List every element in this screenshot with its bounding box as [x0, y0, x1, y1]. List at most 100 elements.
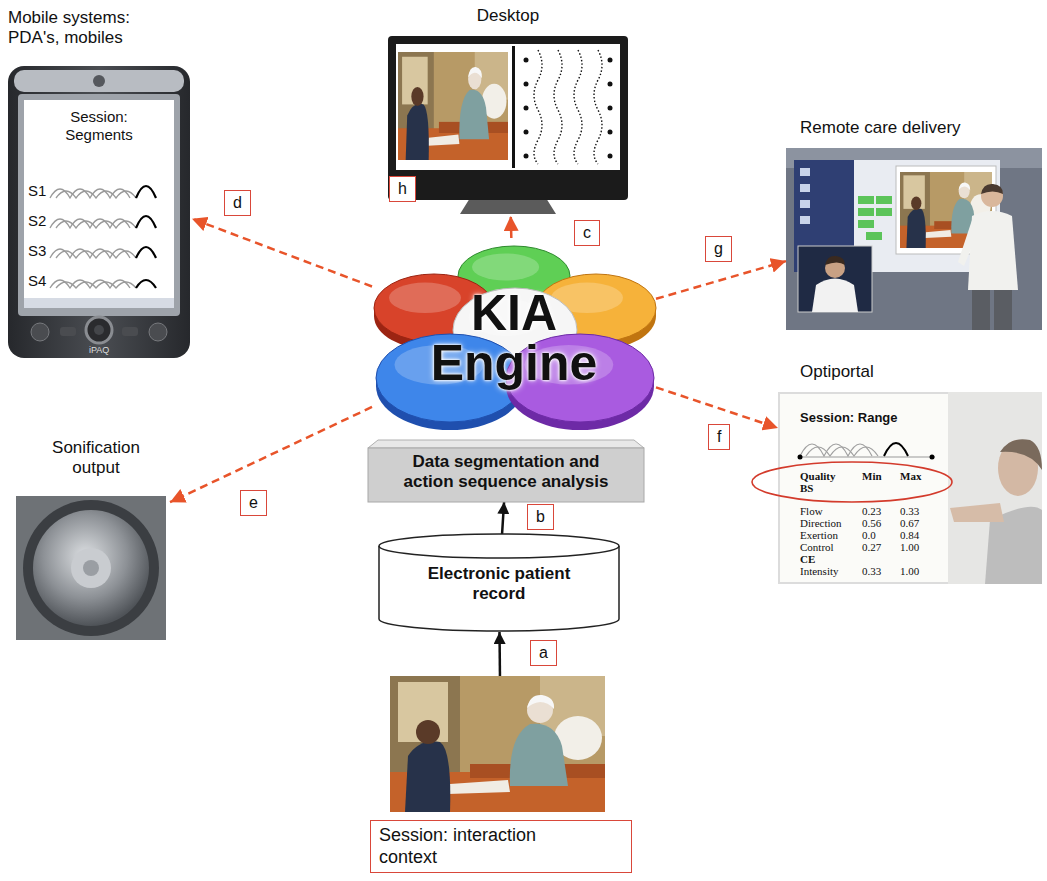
speaker-illustration [16, 496, 166, 640]
pda-illustration-part [136, 247, 156, 258]
pda-illustration-part [60, 327, 76, 336]
pda-illustration-part [50, 280, 130, 288]
output-arrow [656, 387, 778, 428]
table-cell: 0.33 [862, 565, 881, 577]
desktop-illustration-part [512, 46, 515, 168]
table-cell: Max [900, 470, 921, 482]
remote-care-illustration-part [972, 290, 990, 330]
optiportal-illustration-part [948, 392, 1042, 584]
desktop-illustration-part [608, 106, 613, 111]
desktop-illustration-part [398, 52, 508, 160]
table-cell: 1.00 [900, 565, 919, 577]
text-slot: Mobile systems: PDA's, mobiles [8, 8, 158, 49]
desktop-illustration-part [608, 58, 613, 63]
remote-care-illustration [786, 148, 1042, 330]
speaker-illustration-part [33, 510, 149, 626]
remote-care-illustration-part [800, 216, 810, 224]
session-context: Session: interaction context [370, 676, 632, 878]
session-photo-part [390, 676, 605, 812]
optiportal-illustration-part [800, 444, 878, 456]
text-slot: Data segmentation and action sequence an… [391, 452, 621, 493]
slab-outline-part [368, 440, 644, 448]
remote-care-illustration-part [994, 290, 1012, 330]
data-flow-arrow [502, 502, 504, 534]
engine-petals-part [472, 254, 539, 281]
remote-care-illustration-part [858, 220, 874, 228]
callout-letter: g [705, 236, 732, 262]
speaker-illustration-part [23, 500, 159, 636]
speaker-illustration-part [71, 548, 111, 588]
node-label: Session: interaction context [379, 825, 569, 868]
cyl-outline-part [379, 534, 619, 631]
table-cell: Exertion [800, 529, 838, 541]
pda-illustration-part [56, 191, 136, 198]
remote-care-illustration-part [866, 232, 882, 240]
callout-letter: e [240, 490, 267, 516]
brand-mark: iPAQ [89, 345, 109, 356]
remote-care-illustration-part [800, 184, 810, 192]
sonification-speaker: Sonification output [14, 436, 170, 642]
pda-illustration-part [136, 186, 156, 198]
table-cell: 0.33 [900, 505, 919, 517]
output-arrow [170, 407, 372, 502]
pda-illustration-part [136, 216, 156, 228]
remote-care-illustration-part [876, 208, 892, 216]
table-cell: Quality [800, 470, 835, 482]
text-slot: Session: Range [800, 410, 950, 426]
table-cell: 0.67 [900, 517, 919, 529]
node-label: KIA Engine [414, 288, 614, 388]
remote-care-illustration-part [812, 279, 858, 313]
optiportal-illustration-part [778, 392, 1042, 584]
remote-care-illustration-part [968, 211, 1018, 290]
optiportal-illustration-part [884, 443, 908, 456]
text-slot: Session: Segments [54, 108, 144, 144]
pda-illustration-part [56, 282, 136, 288]
segment-label: S2 [28, 212, 46, 230]
desktop-illustration-part [554, 50, 562, 164]
engine-petals [374, 246, 656, 430]
desktop-illustration-part [534, 50, 602, 164]
text-slot: Remote care delivery [800, 118, 1030, 138]
speaker-illustration-part [83, 560, 99, 576]
pda-illustration-part [93, 75, 105, 87]
remote-care-illustration-part [800, 168, 810, 224]
cyl-outline-part [379, 546, 619, 558]
desktop-illustration-part [608, 82, 613, 87]
table-cell: Min [862, 470, 882, 482]
table-cell: Direction [800, 517, 842, 529]
desktop-illustration-part [608, 154, 613, 159]
pda-illustration-part [56, 221, 136, 228]
pda-illustration-part [18, 94, 180, 316]
pda-illustration-part [136, 186, 156, 288]
output-arrow [510, 216, 513, 238]
pda-illustration-part [86, 317, 112, 343]
segment-label: S3 [28, 242, 46, 260]
patient-record-cylinder: Electronic patient record [378, 534, 620, 632]
pda-illustration-part [50, 189, 130, 198]
desktop-illustration-part [388, 36, 628, 200]
desktop-illustration-part [574, 50, 582, 164]
callout-letter: c [574, 220, 600, 246]
session-photo [390, 676, 605, 812]
remote-care-illustration-part [800, 168, 810, 176]
desktop-illustration-part [524, 58, 529, 63]
remote-care-illustration-part [981, 184, 1003, 194]
callout-letter: a [530, 640, 557, 666]
optiportal-illustration [752, 392, 1042, 584]
desktop-monitor: Desktop [388, 6, 628, 216]
pda-illustration-part [8, 66, 190, 358]
remote-care-illustration-part [858, 196, 874, 204]
slab-outline-part [368, 448, 644, 502]
optiportal-illustration-part [798, 455, 803, 460]
desktop-illustration-part [524, 106, 529, 111]
remote-care-illustration-part [876, 196, 892, 204]
table-cell: 0.0 [862, 529, 876, 541]
text-slot: Optiportal [800, 362, 1000, 382]
kia-engine: KIA Engine [372, 238, 656, 442]
optiportal-illustration-part [950, 503, 1004, 522]
table-cell: Flow [800, 505, 823, 517]
text-slot: Desktop [388, 6, 628, 26]
desktop-illustration-part [594, 50, 602, 164]
table-cell: Intensity [800, 565, 839, 577]
optiportal-illustration-part [1000, 439, 1042, 470]
